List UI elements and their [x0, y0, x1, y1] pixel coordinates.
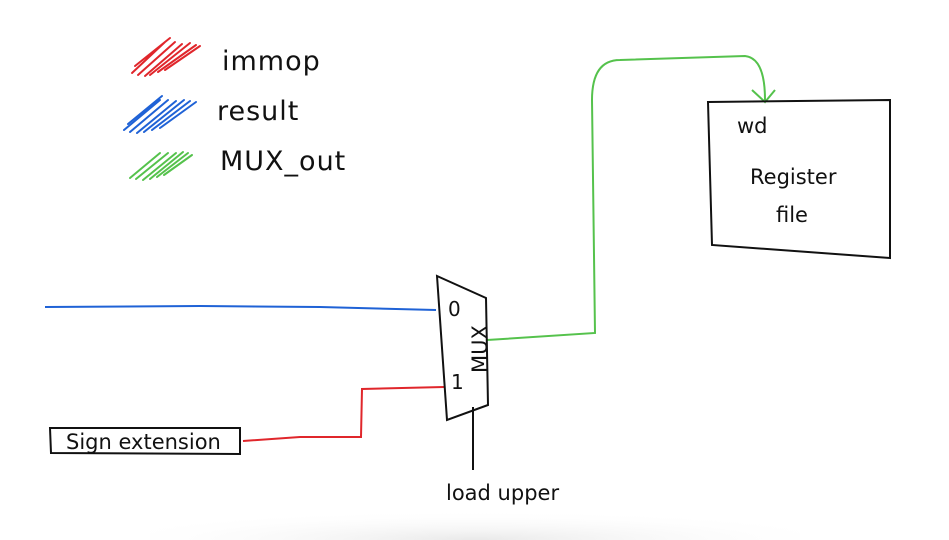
sign-extension-block: Sign extension [48, 427, 241, 456]
legend-label-mux-out: MUX_out [220, 146, 346, 177]
mux-input-0-label: 0 [448, 297, 461, 321]
legend-label-result: result [217, 96, 299, 127]
register-file-port-wd: wd [737, 114, 768, 138]
wire-mux-out [486, 54, 766, 341]
arrowhead-wd [751, 89, 776, 104]
register-file: wd Register file [706, 98, 891, 260]
wire-immop [242, 386, 445, 442]
mux-input-1-label: 1 [451, 370, 464, 394]
wire-result [44, 304, 437, 311]
sign-extension-box [48, 427, 241, 456]
bottom-shadow [150, 490, 800, 540]
mux-body [435, 274, 490, 422]
legend-swatch-immop [131, 37, 201, 77]
sign-extension-label: Sign extension [66, 430, 221, 454]
legend-swatch-mux-out [129, 151, 193, 181]
mux-label: MUX [468, 325, 492, 373]
legend-label-immop: immop [222, 46, 321, 77]
legend: immop result MUX_out [123, 37, 346, 181]
register-file-box [706, 98, 891, 260]
register-file-title-line2: file [776, 203, 808, 227]
mux: 0 1 MUX [435, 274, 492, 422]
register-file-title-line1: Register [750, 165, 837, 189]
select-label: load upper [446, 481, 559, 505]
legend-swatch-result [123, 95, 197, 134]
